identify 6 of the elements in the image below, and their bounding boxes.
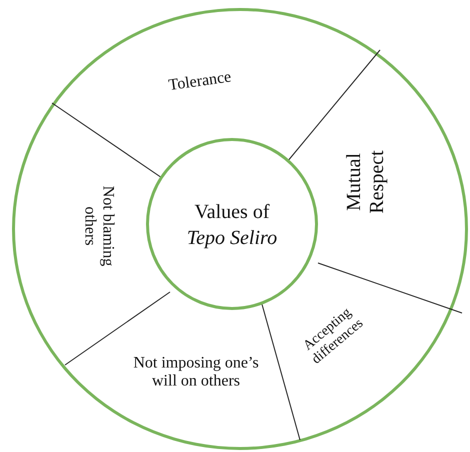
sector-label: Not imposing one’s will on others <box>131 354 261 392</box>
sector-label: Mutual Respect <box>343 137 389 227</box>
sector-label: Not blaming others <box>80 166 116 286</box>
sector-label: Tolerance <box>139 64 261 100</box>
outer-circle <box>12 8 468 450</box>
center-circle: Values of Tepo Seliro <box>146 138 318 310</box>
